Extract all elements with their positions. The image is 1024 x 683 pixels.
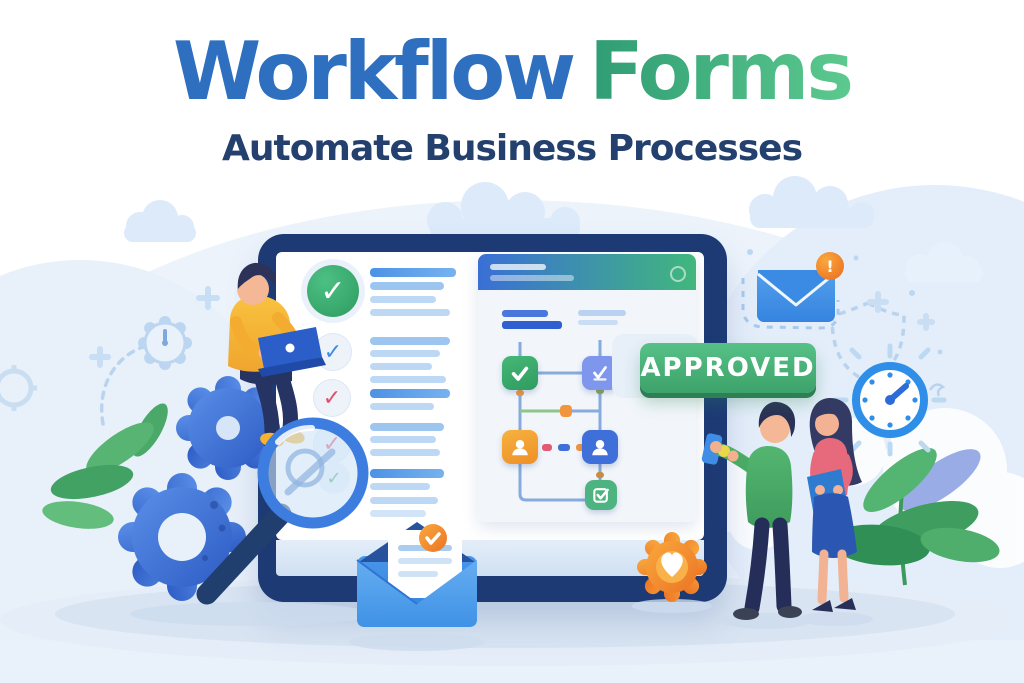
plant bbox=[42, 403, 168, 529]
title-workflow: Workflow bbox=[173, 25, 576, 118]
text-placeholder-line bbox=[370, 350, 440, 357]
cloud bbox=[427, 182, 580, 240]
head bbox=[760, 413, 790, 443]
tablet-lower-bezel bbox=[276, 540, 704, 576]
white-bush bbox=[688, 408, 1024, 568]
text-placeholder-line bbox=[370, 510, 426, 517]
flow-node-checkbox bbox=[585, 480, 617, 510]
text-placeholder-line bbox=[370, 403, 434, 410]
gear-outline-icon bbox=[0, 365, 37, 411]
text-placeholder-line bbox=[370, 309, 450, 316]
page-subtitle: Automate Business Processes bbox=[222, 128, 803, 169]
green-check-icon: ✓ bbox=[318, 462, 350, 494]
tablet-frame: ✓ ✓ ✓ ✓ ✓ bbox=[258, 234, 727, 602]
plus-icon bbox=[89, 286, 220, 368]
flow-node-user bbox=[582, 430, 618, 464]
shoe bbox=[778, 606, 802, 618]
text-placeholder-line bbox=[370, 423, 444, 431]
cloud bbox=[749, 176, 874, 228]
dashed-path bbox=[100, 343, 152, 426]
approved-stamp: APPROVED bbox=[640, 343, 816, 393]
svg-text:!: ! bbox=[826, 257, 833, 276]
flow-node-check bbox=[502, 356, 538, 390]
notification-badge-icon: ! bbox=[816, 252, 844, 280]
text-placeholder-line bbox=[490, 275, 574, 281]
plus-icon bbox=[867, 291, 935, 331]
shoe bbox=[812, 600, 833, 612]
user-icon bbox=[592, 440, 608, 456]
cloud bbox=[124, 200, 196, 242]
check-icon bbox=[511, 366, 529, 381]
check-doc-icon bbox=[593, 366, 607, 381]
timer-gear-icon bbox=[138, 316, 192, 370]
text-placeholder-line bbox=[370, 363, 432, 370]
hair bbox=[809, 398, 862, 486]
text-placeholder-line bbox=[370, 497, 438, 504]
text-placeholder-line bbox=[370, 282, 444, 290]
shoe bbox=[733, 608, 759, 620]
plant bbox=[830, 447, 1000, 586]
flow-node-user bbox=[502, 430, 538, 464]
workflow-diagram bbox=[478, 290, 696, 522]
object-shadow bbox=[130, 599, 873, 651]
cloud bbox=[905, 242, 983, 282]
shield-dashed-icon bbox=[830, 301, 906, 384]
closed-envelope-icon bbox=[757, 270, 835, 322]
squiggle bbox=[928, 383, 946, 397]
text-placeholder-line bbox=[370, 337, 450, 345]
text-placeholder-line bbox=[370, 436, 436, 443]
text-placeholder-line bbox=[370, 449, 440, 456]
text-placeholder-line bbox=[370, 376, 446, 383]
green-check-icon: ✓ bbox=[307, 265, 359, 317]
text-placeholder-line bbox=[370, 389, 450, 398]
hair bbox=[758, 401, 796, 437]
sparkle-dot bbox=[747, 249, 943, 355]
ground-band bbox=[0, 640, 1024, 683]
text-placeholder-line bbox=[370, 469, 444, 478]
gear-icon bbox=[118, 473, 246, 601]
background-blob bbox=[690, 185, 1024, 675]
text-placeholder-line bbox=[370, 268, 456, 277]
shoe bbox=[834, 598, 856, 610]
dashed-path bbox=[741, 278, 840, 330]
person-standing-woman bbox=[807, 398, 862, 612]
circle-icon bbox=[670, 266, 686, 282]
text-placeholder-line bbox=[490, 264, 546, 270]
head bbox=[815, 412, 839, 436]
clipboard-icon bbox=[807, 469, 848, 516]
skirt bbox=[812, 493, 857, 558]
user-icon bbox=[512, 440, 528, 456]
text-placeholder-line bbox=[370, 483, 430, 490]
blue-check-icon: ✓ bbox=[314, 333, 352, 371]
checkbox-check-icon bbox=[593, 488, 609, 503]
red-check-icon: ✓ bbox=[313, 425, 351, 463]
workflow-card-header bbox=[478, 254, 696, 290]
approved-label: APPROVED bbox=[640, 353, 816, 383]
title-forms: Forms bbox=[589, 25, 854, 118]
clock-icon bbox=[833, 343, 947, 457]
red-check-icon: ✓ bbox=[313, 379, 351, 417]
background-blob bbox=[0, 260, 290, 680]
text-placeholder-line bbox=[370, 296, 436, 303]
